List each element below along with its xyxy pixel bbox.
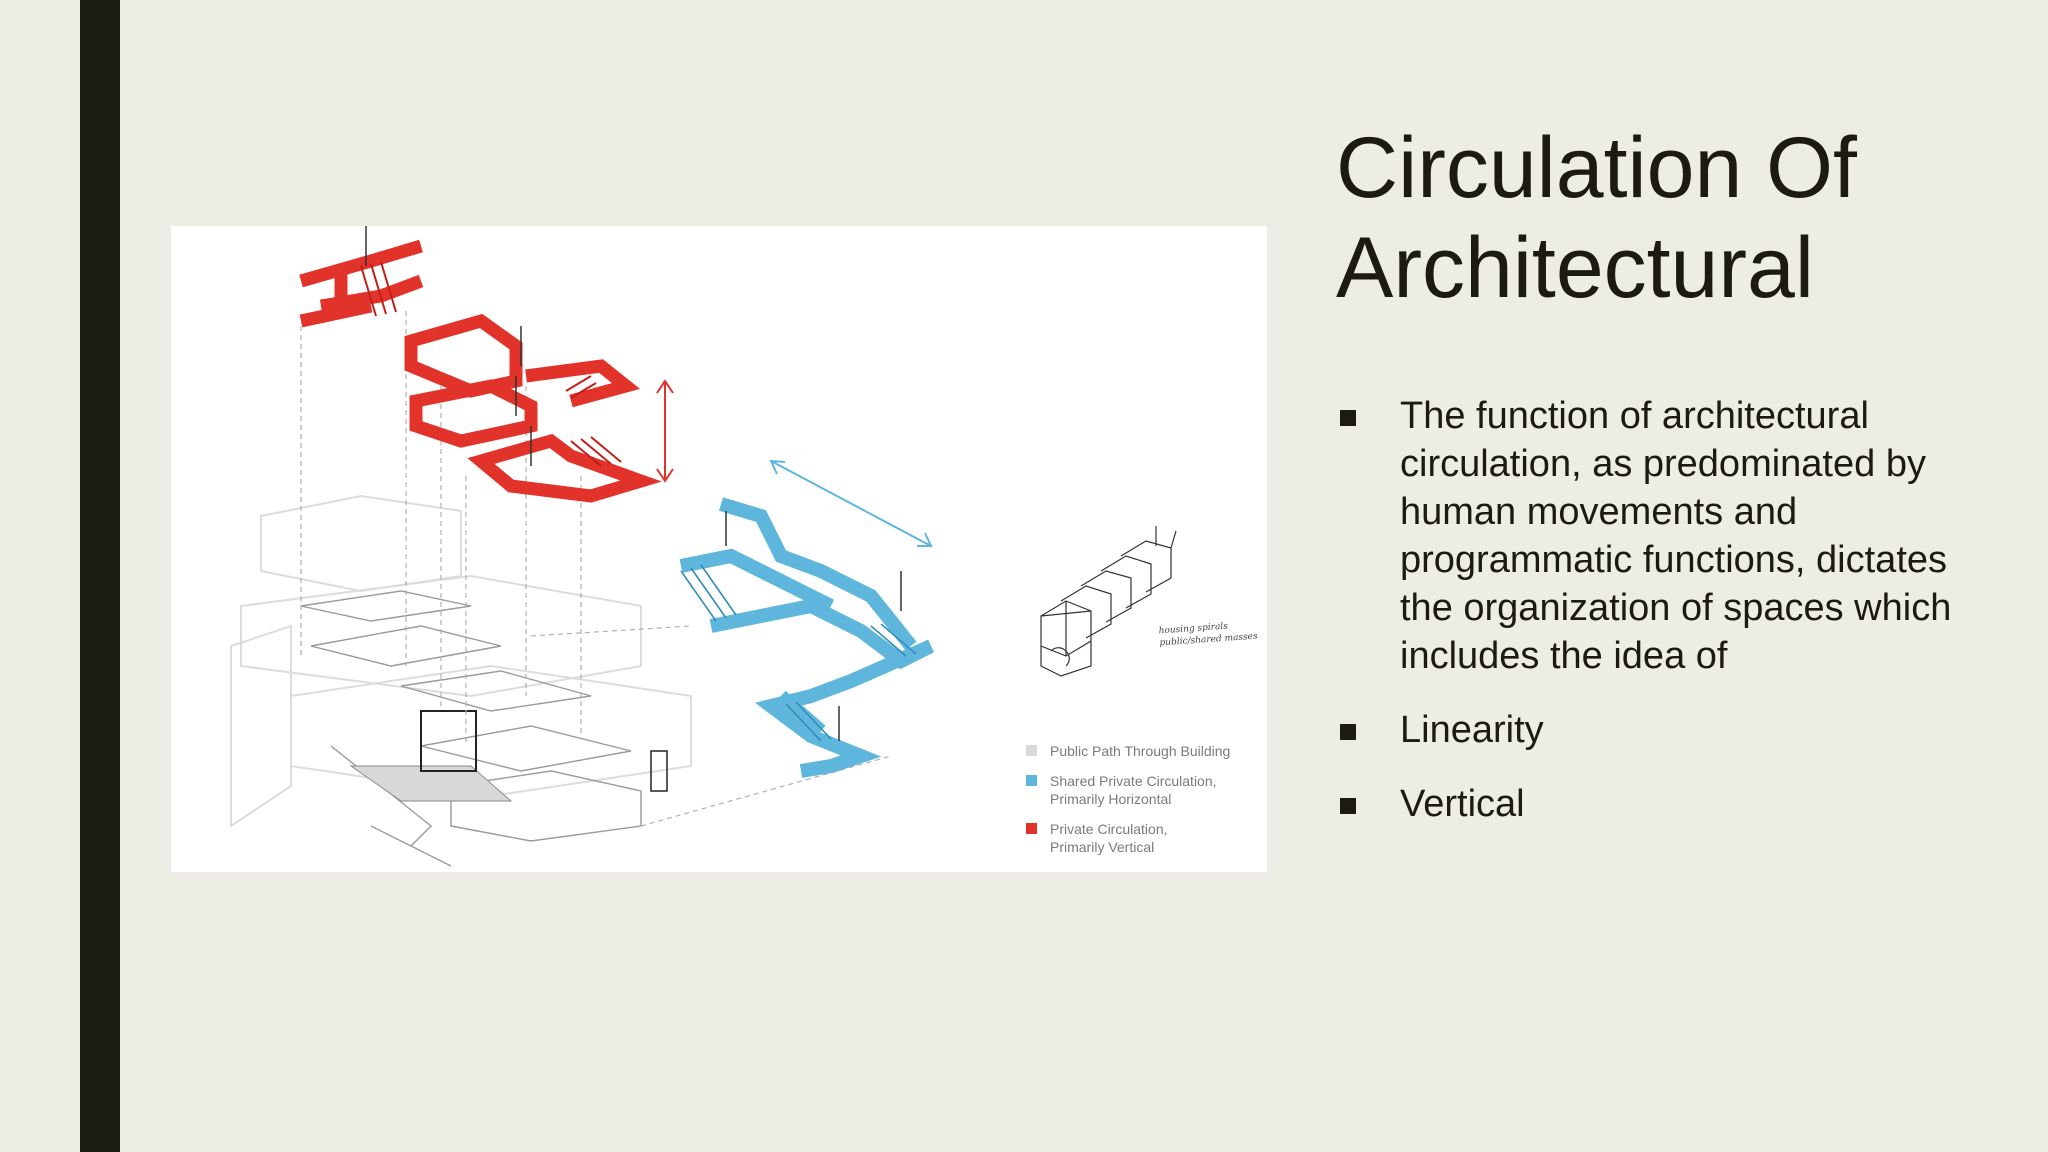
square-bullet-icon (1340, 410, 1356, 426)
legend-label: Shared Private Circulation, (1050, 773, 1217, 789)
bullet-text: Linearity (1400, 709, 1544, 751)
projection-lines (300, 311, 892, 827)
bullet-text: Vertical (1400, 783, 1525, 825)
shared-stairs (680, 564, 917, 742)
horizontal-arrow (769, 459, 933, 547)
legend-item-private: Private Circulation, Primarily Vertical (1026, 820, 1230, 856)
shared-circulation (679, 497, 935, 778)
legend-item-shared-private: Shared Private Circulation, Primarily Ho… (1026, 772, 1230, 808)
legend-label: Primarily Vertical (1050, 839, 1155, 855)
legend-item-public-path: Public Path Through Building (1026, 742, 1230, 760)
concept-sketch (1040, 526, 1177, 677)
building-massing (230, 494, 692, 828)
building-linework (300, 590, 642, 867)
private-circulation (299, 239, 662, 503)
diagram-svg (230, 226, 1177, 867)
private-posts (365, 226, 532, 466)
shared-posts (725, 511, 902, 741)
title-line-1: Circulation Of (1336, 120, 1857, 216)
private-stairs (360, 261, 622, 467)
diagram-legend: Public Path Through Building Shared Priv… (1026, 742, 1230, 868)
bullet-item: Linearity (1336, 706, 1976, 754)
square-bullet-icon (1340, 798, 1356, 814)
bullet-item: Vertical (1336, 780, 1976, 828)
slide-title: Circulation Of Architectural (1336, 118, 1996, 318)
legend-swatch-private (1026, 823, 1037, 834)
legend-swatch-public (1026, 745, 1037, 756)
frame-rect (420, 710, 477, 772)
legend-swatch-shared (1026, 775, 1037, 786)
legend-label: Private Circulation, (1050, 821, 1168, 837)
frame-small (650, 750, 668, 792)
accent-bar (80, 0, 120, 1152)
bullet-item: The function of architectural circulatio… (1336, 392, 1976, 680)
public-platform (349, 765, 513, 802)
legend-label: Public Path Through Building (1050, 743, 1231, 759)
legend-label: Primarily Horizontal (1050, 791, 1172, 807)
vertical-arrow (656, 379, 674, 483)
bullet-text: The function of architectural circulatio… (1400, 395, 1952, 677)
bullet-list: The function of architectural circulatio… (1336, 392, 1976, 854)
square-bullet-icon (1340, 724, 1356, 740)
title-line-2: Architectural (1336, 220, 1814, 316)
circulation-diagram: housing spirals public/shared masses Pub… (171, 226, 1267, 872)
